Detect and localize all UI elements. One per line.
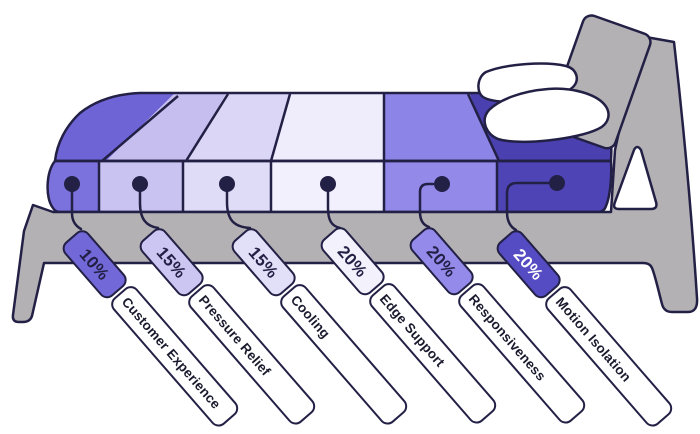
factor-pct-box [139, 228, 204, 297]
connector-lines [70, 181, 550, 232]
segment-top-1 [55, 93, 178, 161]
connector-line-3 [225, 182, 252, 230]
factor-label-box [369, 283, 497, 424]
leg-cutout-triangle [612, 145, 658, 211]
front-segment-dividers [97, 161, 499, 212]
connector-dot-2 [132, 176, 148, 192]
factor-label-box [111, 286, 239, 427]
factor-pct-box [496, 230, 561, 299]
factor-label-text: Edge Support [377, 291, 448, 370]
connector-dot-1 [64, 176, 80, 192]
factor-label-text: Motion Isolation [553, 294, 634, 384]
segment-top-5 [384, 93, 499, 161]
factor-label-box [280, 284, 408, 425]
connector-line-4 [326, 182, 342, 230]
factor-label-text: Responsiveness [466, 291, 549, 383]
connector-dot-5 [434, 176, 450, 192]
top-segment-dividers [101, 93, 501, 161]
factor-pct-box [320, 227, 385, 296]
connector-line-2 [138, 182, 160, 230]
connector-line-6 [505, 181, 550, 232]
factor-label-box [545, 286, 673, 427]
connector-line-5 [418, 182, 435, 229]
pillow-front [483, 87, 610, 144]
segment-top-3 [186, 93, 290, 161]
factor-label-box [458, 283, 586, 424]
connector-dots [64, 175, 565, 192]
factor-label-box [188, 284, 316, 425]
connector-line-1 [70, 182, 83, 231]
connector-dot-3 [219, 176, 235, 192]
factor-label-text: Pressure Relief [196, 292, 274, 379]
connector-dot-4 [320, 176, 336, 192]
factor-pct-box [231, 228, 296, 297]
factor-pct-box [62, 230, 127, 299]
factor-pct-box [409, 227, 474, 296]
connector-dot-6 [549, 175, 565, 191]
segment-top-4 [271, 93, 384, 161]
